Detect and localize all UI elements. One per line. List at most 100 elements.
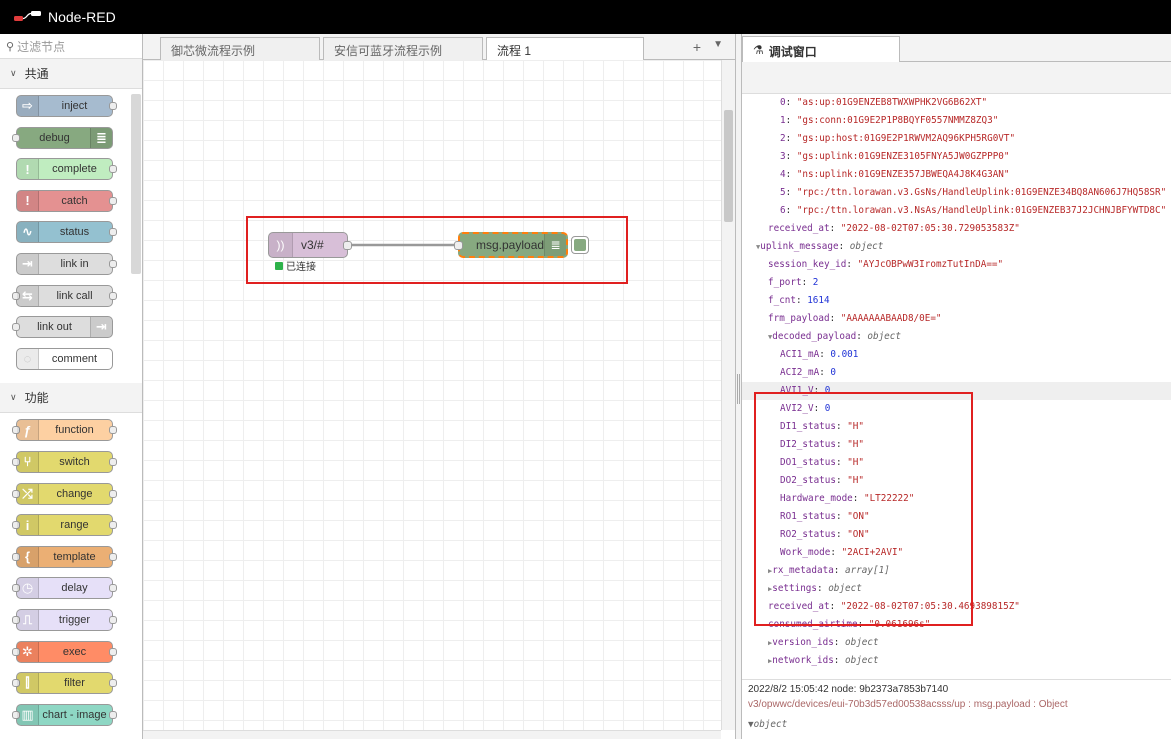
palette-search[interactable]: ⚲ 过滤节点 (0, 34, 142, 59)
mqtt-node-label: v3/# (301, 238, 324, 252)
tab-flow-0[interactable]: 御芯微流程示例 (160, 37, 320, 60)
palette-node-change[interactable]: ⤮change (12, 482, 117, 505)
mqtt-status-text: 已连接 (286, 262, 316, 273)
tree-colon: : (835, 457, 848, 468)
palette-node-switch[interactable]: ⑂switch (12, 450, 117, 473)
tree-value: 1614 (807, 295, 830, 306)
tree-key: settings (772, 583, 817, 594)
tree-key: DO2_status (780, 475, 836, 486)
tree-row[interactable]: ▶settings: object (742, 580, 1171, 598)
debug-toggle-button[interactable] (571, 236, 589, 254)
palette-node-label: delay (61, 582, 88, 595)
palette-category-header[interactable]: ∨功能 (0, 383, 142, 414)
tree-row[interactable]: ▶version_ids: object (742, 634, 1171, 652)
tab-debug[interactable]: ⚗ 调试窗口 (742, 36, 900, 62)
palette-node-label: filter (64, 677, 85, 690)
tree-colon: : (785, 133, 797, 144)
palette-node-label: comment (51, 352, 98, 365)
input-port (12, 521, 20, 530)
tree-row[interactable]: ▼uplink_message: object (742, 238, 1171, 256)
debug-node[interactable]: msg.payload ≣ (454, 232, 568, 258)
tree-key: f_cnt (768, 295, 796, 306)
output-port (109, 228, 117, 237)
palette-node-catch[interactable]: !catch (16, 189, 117, 212)
tree-value: "H" (847, 475, 864, 486)
tree-row[interactable]: ▼decoded_payload: object (742, 328, 1171, 346)
palette-node-link-call[interactable]: ⇆link call (12, 284, 117, 307)
palette-node-inject[interactable]: ⇨inject (16, 95, 117, 117)
tree-value: 0 (824, 385, 831, 396)
chevron-down-icon[interactable]: ▼ (713, 39, 723, 50)
palette-node-comment[interactable]: ◌comment (16, 347, 113, 370)
tree-key: 0 (780, 97, 786, 108)
scroll-thumb[interactable] (724, 110, 733, 222)
caret-down-icon[interactable]: ▼ (756, 243, 761, 251)
palette-node-filter[interactable]: ⫿filter (12, 672, 117, 695)
canvas-h-scrollbar[interactable] (143, 730, 721, 739)
flow-canvas[interactable]: )) v3/# 已连接 msg.payload ≣ (143, 60, 721, 730)
tab-flow-1[interactable]: 安信可蓝牙流程示例 (323, 37, 483, 60)
tree-rows: 0: "as:up:01G9ENZEB8TWXWPHK2VG6B62XT"1: … (742, 94, 1171, 670)
debug-message-tree[interactable]: 0: "as:up:01G9ENZEB8TWXWPHK2VG6B62XT"1: … (742, 94, 1171, 679)
palette-node-status[interactable]: ∿ status (16, 221, 117, 244)
tree-colon: : (833, 637, 845, 648)
debug-root-object[interactable]: ▼object (748, 719, 788, 730)
search-icon: ⚲ (6, 40, 15, 53)
palette-node-link-out[interactable]: ⇥link out (12, 316, 113, 339)
palette-category-header[interactable]: ∨共通 (0, 59, 142, 89)
input-port (12, 323, 20, 332)
tree-value: 0 (824, 403, 831, 414)
palette-node-label: status (59, 226, 90, 239)
tree-key: 3 (780, 151, 786, 162)
palette-search-input[interactable]: 过滤节点 (17, 39, 66, 54)
debug-topic[interactable]: v3/opwwc/devices/eui-70b3d57ed00538acsss… (748, 699, 1068, 710)
tree-colon: : (830, 547, 842, 558)
annotation-box (246, 216, 628, 284)
tree-colon: : (835, 421, 848, 432)
palette-scrollbar[interactable] (131, 94, 141, 274)
palette-node-exec[interactable]: ✲exec (12, 640, 117, 663)
tree-colon: : (856, 331, 868, 342)
palette-node-label: function (55, 424, 94, 437)
node-type-icon: ∿ (17, 222, 39, 243)
debug-timestamp: 2022/8/2 15:05:42 node: 9b2373a7853b7140 (748, 684, 949, 695)
palette-node-debug[interactable]: ≣debug (12, 126, 113, 149)
toggle-icon (574, 239, 586, 251)
tree-value: "gs:uplink:01G9ENZE3105FNYA5JW0GZPPP0" (796, 151, 1010, 162)
tree-row[interactable]: ▶network_ids: object (742, 652, 1171, 670)
output-port[interactable] (343, 241, 352, 250)
palette-node-template[interactable]: {template (12, 545, 117, 568)
tab-flow-2[interactable]: 流程 1 (486, 37, 644, 61)
canvas-v-scrollbar[interactable] (721, 60, 735, 730)
caret-right-icon[interactable]: ▶ (768, 639, 773, 647)
caret-right-icon[interactable]: ▶ (768, 585, 773, 593)
mqtt-icon: )) (269, 233, 293, 257)
output-port (109, 521, 117, 530)
caret-right-icon[interactable]: ▶ (768, 567, 773, 575)
palette-node-trigger[interactable]: ⎍trigger (12, 608, 117, 631)
mqtt-in-node[interactable]: )) v3/# (268, 232, 352, 258)
tree-colon: : (801, 277, 813, 288)
input-port[interactable] (454, 241, 463, 250)
chevron-down-icon: ∨ (10, 392, 17, 403)
output-port (109, 291, 117, 300)
caret-down-icon[interactable]: ▼ (768, 333, 773, 341)
palette-node-complete[interactable]: !complete (16, 158, 117, 181)
tree-row: Hardware_mode: "LT22222" (742, 490, 1171, 508)
caret-right-icon[interactable]: ▶ (768, 657, 773, 665)
input-port (12, 291, 20, 300)
palette-node-label: exec (62, 645, 87, 658)
tree-key: frm_payload (768, 313, 830, 324)
tree-row: f_cnt: 1614 (742, 292, 1171, 310)
palette-node-delay[interactable]: ◷delay (12, 577, 117, 600)
tree-colon: : (785, 169, 797, 180)
add-flow-icon[interactable]: + (692, 39, 701, 55)
tree-row: DI2_status: "H" (742, 436, 1171, 454)
tree-row[interactable]: ▶rx_metadata: array[1] (742, 562, 1171, 580)
sidebar-splitter[interactable] (735, 34, 742, 739)
app-logo[interactable]: Node-RED (14, 9, 116, 25)
palette-node-chart---image[interactable]: ▥chart - image (12, 703, 117, 726)
palette-node-link-in[interactable]: ⇥link in (16, 252, 117, 275)
